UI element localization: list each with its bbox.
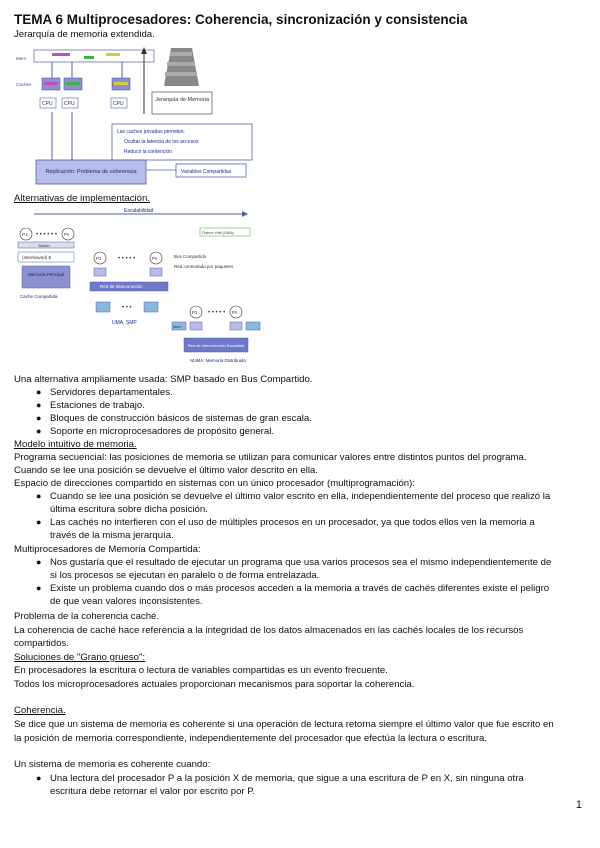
p1-label: P1	[96, 256, 102, 261]
paragraph: Se dice que un sistema de memoria es coh…	[14, 719, 554, 730]
variables-label: Variables Compartidas	[181, 169, 232, 175]
paragraph: compartidos.	[14, 638, 69, 649]
svg-text:• • • • •: • • • • •	[118, 256, 135, 262]
escalabilidad-label: Escalabilidad	[124, 208, 154, 214]
caches-note: Las caches privadas permiten:	[117, 129, 185, 135]
paragraph: En procesadores la escritura o lectura d…	[14, 665, 388, 676]
list-item: Nos gustaría que el resultado de ejecuta…	[50, 557, 552, 568]
red-escalable-label: Red de Interconexión Escalable	[188, 343, 245, 348]
page-title: TEMA 6 Multiprocesadores: Coherencia, si…	[14, 12, 468, 27]
svg-text:• • •: • • •	[122, 305, 132, 311]
p1-label: P1	[22, 232, 28, 237]
pn-label: Pn	[152, 256, 158, 261]
section-heading: Coherencia.	[14, 705, 66, 716]
mem-label: Mem	[173, 325, 181, 329]
memory-hierarchy-figure: Mem Caches CPU CPU CPU Jerarquía de Memo…	[16, 47, 253, 185]
list-item: Soporte en microprocesadores de propósit…	[50, 426, 274, 437]
list-item-cont: través de la misma jerarquía.	[50, 530, 174, 541]
list-item: Bloques de construcción básicos de siste…	[50, 413, 312, 424]
red-interconexion-label: Red de interconexión	[100, 284, 143, 289]
list-item: Estaciones de trabajo.	[50, 400, 145, 411]
svg-text:• • • • •: • • • • •	[208, 310, 225, 316]
numa-label: NUMA: Memoria Distribuida	[190, 358, 246, 363]
mem-label: Mem	[16, 56, 26, 61]
paragraph: Un sistema de memoria es coherente cuand…	[14, 759, 211, 770]
bus-note: Bus Compartido	[174, 254, 207, 259]
pn-label: Pn	[64, 232, 70, 237]
list-item: Existe un problema cuando dos o más proc…	[50, 583, 550, 594]
list-item-cont: escritura debe retornar el valor por esc…	[50, 786, 256, 797]
section-heading: Soluciones de "Grano grueso":	[14, 652, 146, 663]
paragraph: Una alternativa ampliamente usada: SMP b…	[14, 374, 313, 385]
uma-smp-label: UMA, SMP	[112, 320, 137, 326]
paragraph: Programa secuencial: las posiciones de m…	[14, 452, 527, 463]
bus-note: Red conmutada por paquetes	[174, 264, 234, 269]
paragraph: Cuando se lee una posición se devuelve e…	[14, 465, 318, 476]
list-item: Una lectura del procesador P a la posici…	[50, 773, 524, 784]
paragraph: La coherencia de caché hace referencia a…	[14, 625, 524, 636]
list-item-cont: de que vean valores inconsistentes.	[50, 596, 203, 607]
list-item-cont: si los procesos se ejecutan en paralelo …	[50, 570, 320, 581]
section-heading: Alternativas de implementación.	[14, 193, 150, 204]
figure-caption: Jerarquía de memoria extendida.	[14, 29, 155, 40]
cache-compartida-label: Cache Compartida	[20, 294, 58, 299]
paragraph: Espacio de direcciones compartido en sis…	[14, 478, 416, 489]
replicacion-label: Replicación: Problema de coherencia	[45, 169, 137, 175]
paragraph: Todos los microprocesadores actuales pro…	[14, 679, 415, 690]
switch-label: Switch	[38, 243, 50, 248]
caches-note: Ocultar la latencia de los accesos	[124, 139, 199, 145]
paragraph: la posición de memoria correspondiente, …	[14, 733, 488, 744]
dance-hall-label: Dance Hall (UMA)	[202, 230, 235, 235]
svg-text:• • • • • •: • • • • • •	[36, 232, 57, 238]
section-heading: Modelo intuitivo de memoria.	[14, 439, 137, 450]
page-number: 1	[575, 799, 582, 811]
pn-label: Pn	[232, 310, 238, 315]
paragraph: Multiprocesadores de Memoria Compartida:	[14, 544, 201, 555]
paragraph: Problema de la coherencia caché.	[14, 611, 160, 622]
list-item-cont: última escritura sobre dicha posición.	[50, 504, 208, 515]
cpu-label: CPU	[42, 101, 53, 107]
cache-interleaved-label: (Interleaved) $	[22, 255, 52, 260]
implementation-alternatives-figure: Escalabilidad P1 Pn • • • • • • Switch (…	[17, 208, 261, 363]
jerarquia-label: Jerarquía de Memoria	[155, 97, 210, 103]
list-item: Servidores departamentales.	[50, 387, 173, 398]
memoria-principal-label: Memoria Principal	[28, 272, 64, 277]
caches-note: Reducir la contención	[124, 149, 172, 155]
caches-label: Caches	[16, 82, 32, 87]
list-item: Las cachés no interfieren con el uso de …	[50, 517, 535, 528]
list-item: Cuando se lee una posición se devuelve e…	[50, 491, 551, 502]
cpu-label: CPU	[64, 101, 75, 107]
cpu-label: CPU	[113, 101, 124, 107]
p1-label: P1	[192, 310, 198, 315]
